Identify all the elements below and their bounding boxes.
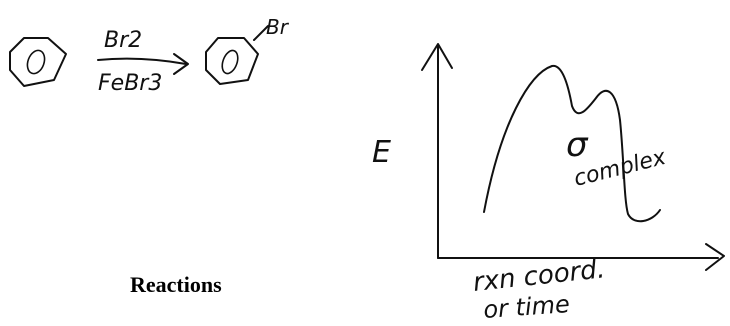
x-axis-label-line2: or time bbox=[482, 290, 570, 321]
intermediate-symbol: σ bbox=[566, 125, 589, 165]
section-title: Reactions bbox=[130, 272, 222, 297]
energy-curve bbox=[483, 64, 661, 223]
x-axis bbox=[437, 243, 725, 271]
product-substituent-label: Br bbox=[266, 15, 290, 39]
reagent-bottom: FeBr3 bbox=[98, 71, 162, 96]
energy-diagram: E σ complex rxn coord. or time bbox=[372, 43, 725, 324]
y-axis bbox=[421, 43, 453, 259]
reagent-top: Br2 bbox=[104, 28, 142, 53]
reaction-scheme: Br2 FeBr3 Br bbox=[9, 15, 290, 96]
reaction-arrow-icon bbox=[97, 53, 189, 75]
y-axis-label: E bbox=[372, 135, 391, 170]
benzene-reactant-icon bbox=[9, 37, 67, 87]
bromobenzene-product-icon bbox=[205, 25, 269, 85]
